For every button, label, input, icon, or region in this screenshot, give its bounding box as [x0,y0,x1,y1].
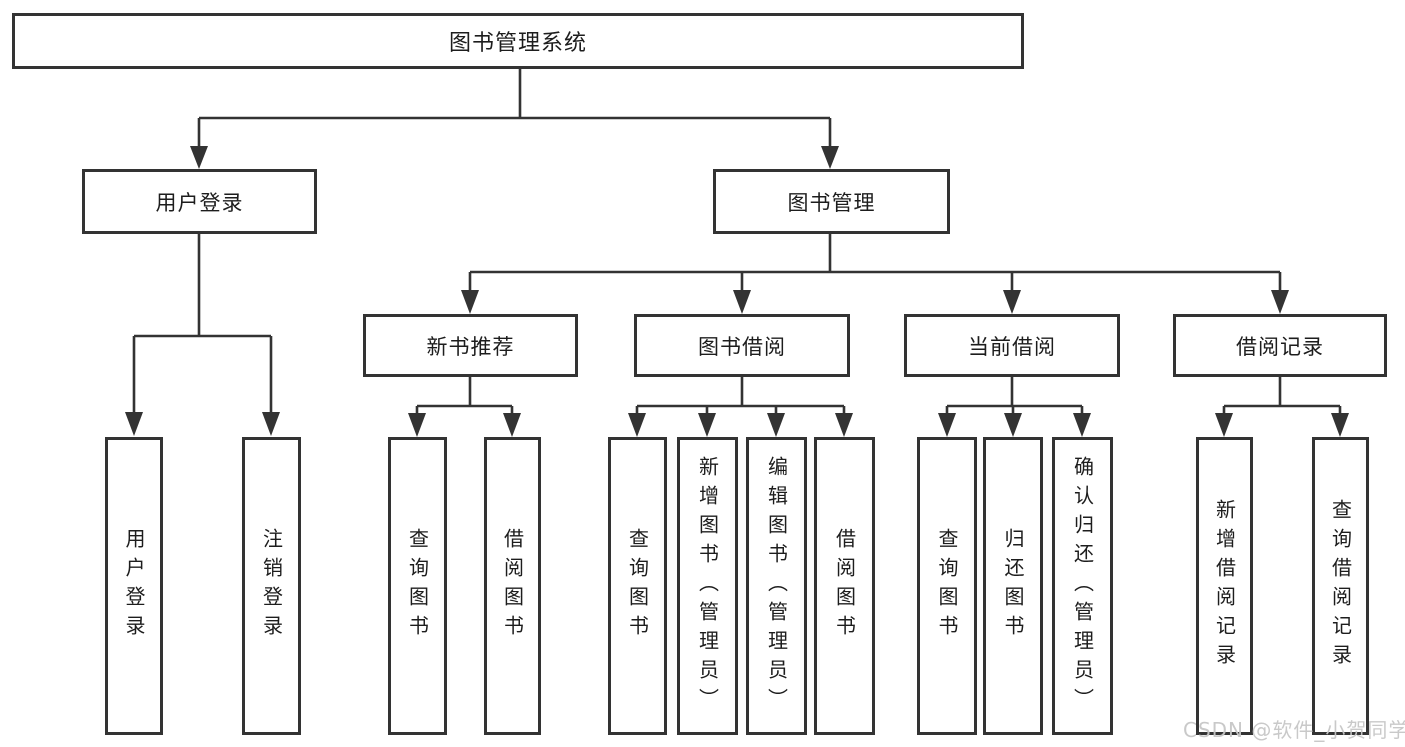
leaf-return-book: 归还图书 [983,437,1043,735]
leaf-label: 查询借阅记录 [1328,499,1353,673]
leaf-label: 查询图书 [625,528,650,644]
node-label: 图书管理系统 [448,31,587,56]
leaf-label: 确认归还（管理员） [1070,455,1095,717]
node-borrowing-records: 借阅记录 [1173,314,1387,377]
node-label: 当前借阅 [968,334,1056,359]
node-new-book-recommend: 新书推荐 [363,314,578,377]
leaf-label: 借阅图书 [832,528,857,644]
leaf-label: 新增借阅记录 [1212,499,1237,673]
leaf-confirm-return-admin: 确认归还（管理员） [1052,437,1113,735]
leaf-label: 查询图书 [935,528,959,644]
leaf-label: 归还图书 [1001,528,1025,644]
node-label: 新书推荐 [426,334,515,359]
node-book-borrowing: 图书借阅 [634,314,850,377]
connector-book-borrowing-to-leaves [628,377,853,437]
connector-current-borrowing-to-leaves [938,377,1091,437]
leaf-label: 注销登录 [259,528,284,644]
node-library-management-system: 图书管理系统 [12,13,1024,69]
leaf-recommend-query-books: 查询图书 [388,437,447,735]
node-current-borrowing: 当前借阅 [904,314,1120,377]
leaf-logout: 注销登录 [242,437,301,735]
connector-user-login-to-leaves [125,234,280,436]
leaf-edit-book-admin: 编辑图书（管理员） [746,437,807,735]
leaf-borrowing-borrow-books: 借阅图书 [814,437,875,735]
connector-root-to-branches [190,69,839,169]
leaf-label: 用户登录 [122,528,146,644]
leaf-label: 查询图书 [405,528,430,644]
csdn-watermark: CSDN @软件_小贺同学 [1183,718,1405,742]
node-label: 图书管理 [787,190,876,215]
connector-new-book-recommend-to-leaves [408,377,521,437]
node-label: 用户登录 [155,190,244,215]
leaf-borrowing-query-books: 查询图书 [608,437,667,735]
leaf-label: 借阅图书 [500,528,525,644]
leaf-user-login: 用户登录 [105,437,163,735]
connector-book-management-to-children [461,234,1289,314]
connector-borrowing-records-to-leaves [1215,377,1349,437]
leaf-label: 新增图书（管理员） [695,455,720,717]
node-label: 图书借阅 [698,334,786,359]
node-label: 借阅记录 [1236,334,1324,359]
node-user-login: 用户登录 [82,169,317,234]
node-book-management: 图书管理 [713,169,950,234]
leaf-current-query-books: 查询图书 [917,437,977,735]
leaf-label: 编辑图书（管理员） [764,455,789,717]
leaf-add-book-admin: 新增图书（管理员） [677,437,738,735]
leaf-add-borrow-record: 新增借阅记录 [1196,437,1253,735]
leaf-query-borrow-record: 查询借阅记录 [1312,437,1369,735]
leaf-recommend-borrow-books: 借阅图书 [484,437,541,735]
